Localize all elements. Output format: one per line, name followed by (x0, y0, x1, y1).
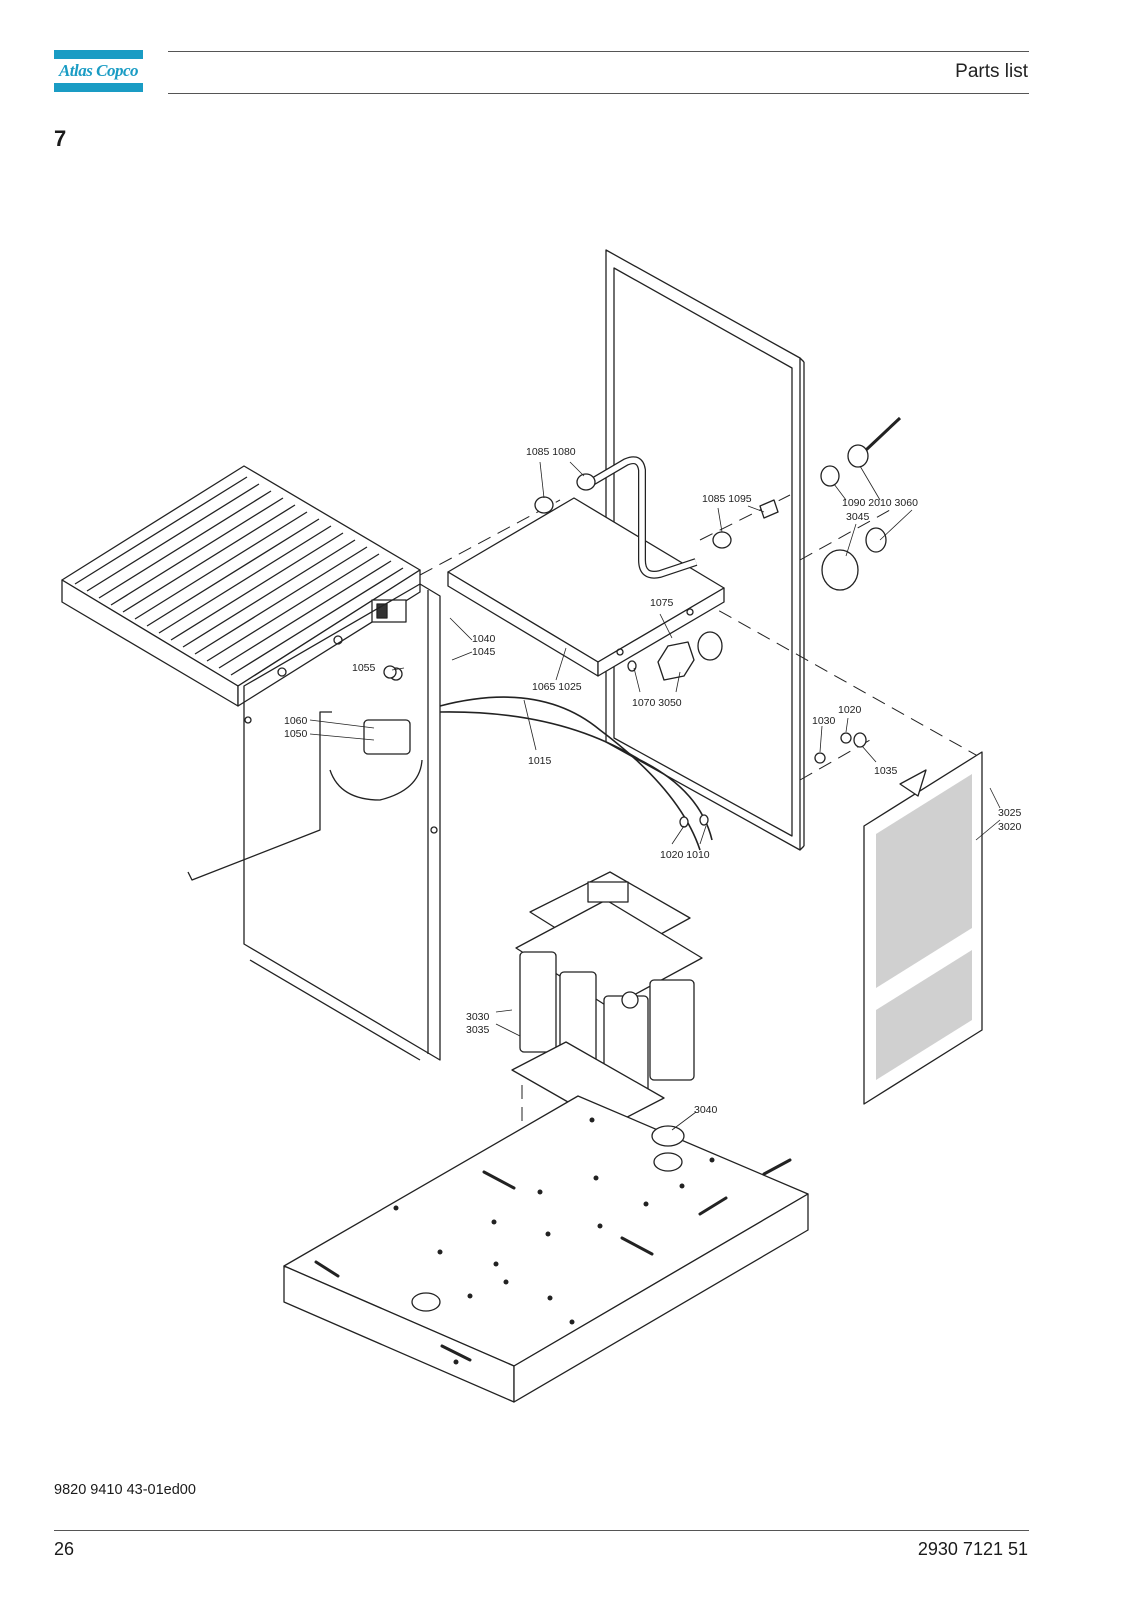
header-rule-bottom (168, 93, 1029, 94)
document-reference: 9820 9410 43-01ed00 (54, 1482, 196, 1498)
callout-1075: 1075 (650, 597, 674, 609)
callout-3030: 3030 (466, 1011, 490, 1023)
callout-3035: 3035 (466, 1024, 490, 1036)
pipework (439, 456, 713, 851)
footer-rule (54, 1530, 1029, 1531)
condenser-unit (61, 465, 421, 707)
callout-1030: 1030 (812, 715, 836, 727)
callout-1090-2010-3060: 1090 2010 3060 (842, 497, 918, 509)
atlas-copco-logo: Atlas Copco (54, 50, 143, 92)
logo-bar-bottom (54, 83, 143, 92)
callout-1015: 1015 (528, 755, 552, 767)
callout-1060: 1060 (284, 715, 308, 727)
page-title: Parts list (955, 61, 1028, 82)
callout-1035: 1035 (874, 765, 898, 777)
callout-1020-1010: 1020 1010 (660, 849, 710, 861)
header-rule-top (168, 51, 1029, 52)
callout-1020: 1020 (838, 704, 862, 716)
left-side-panel (187, 583, 441, 1061)
callout-1065-1025: 1065 1025 (532, 681, 582, 693)
callout-3040: 3040 (694, 1104, 718, 1116)
perforated-side-cover (863, 751, 983, 1105)
part-number: 2930 7121 51 (917, 1539, 1028, 1559)
callout-leader-lines (309, 461, 1001, 1131)
section-number: 7 (54, 126, 67, 151)
logo-bar-top (54, 50, 143, 59)
transformer-assembly (511, 871, 703, 1127)
callout-3020: 3020 (998, 821, 1022, 833)
callout-1050: 1050 (284, 728, 308, 740)
callout-1040: 1040 (472, 633, 496, 645)
callout-1085-1095: 1085 1095 (702, 493, 752, 505)
base-frame (283, 1095, 809, 1403)
callout-1070-3050: 1070 3050 (632, 697, 682, 709)
logo-text: Atlas Copco (58, 61, 139, 80)
callout-1045: 1045 (472, 646, 496, 658)
callout-3045: 3045 (846, 511, 870, 523)
page-number: 26 (54, 1539, 75, 1559)
callout-3025: 3025 (998, 807, 1022, 819)
callout-1055: 1055 (352, 662, 376, 674)
callout-labels: 1085 1080 1085 1095 1090 2010 3060 3045 … (284, 446, 1022, 1116)
base-frame-holes (393, 1117, 715, 1365)
fittings (383, 416, 902, 828)
middle-cover-plate (447, 497, 725, 677)
callout-1085-1080: 1085 1080 (526, 446, 576, 458)
